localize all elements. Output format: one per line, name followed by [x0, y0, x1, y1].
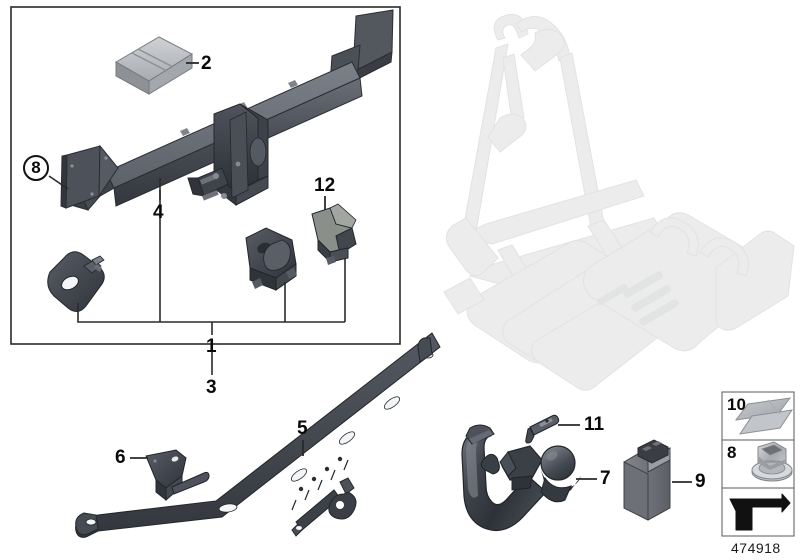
- clamp-block: [245, 227, 297, 291]
- bracket-group-1: [77, 190, 346, 335]
- lock-key: [525, 414, 560, 444]
- callout-10-inset: 10: [727, 395, 746, 414]
- callout-7: 7: [600, 468, 611, 489]
- control-module: [623, 439, 671, 521]
- socket-holder: [47, 251, 105, 312]
- callout-8-inset: 8: [727, 443, 737, 462]
- callout-11: 11: [584, 414, 605, 435]
- small-bracket: [145, 449, 210, 502]
- callout-8-circle: 8: [23, 155, 49, 181]
- direction-arrow-symbol: [729, 493, 791, 531]
- callout-2: 2: [201, 53, 212, 74]
- leader-line-8: [48, 175, 69, 190]
- callout-6: 6: [115, 447, 126, 468]
- assembly-frame-box: [10, 6, 401, 345]
- trailer-hitch-crossbar: [60, 9, 394, 211]
- ghost-bike-rack: [443, 13, 795, 391]
- callout-1: 1: [206, 336, 217, 357]
- nut-assembly: [751, 441, 793, 482]
- package-box: [115, 36, 194, 95]
- callout-5: 5: [297, 418, 308, 439]
- strip-clip: [291, 477, 357, 537]
- detachable-tow-ball: [461, 424, 581, 531]
- callout-12: 12: [314, 175, 336, 196]
- callout-4: 4: [153, 202, 164, 223]
- shim-plates: [734, 397, 794, 435]
- reinforcement-strip: [75, 332, 441, 538]
- callout-3: 3: [206, 377, 217, 398]
- latch-bracket: [311, 203, 357, 265]
- drawing-number: 474918: [731, 540, 781, 556]
- callout-9: 9: [695, 471, 706, 492]
